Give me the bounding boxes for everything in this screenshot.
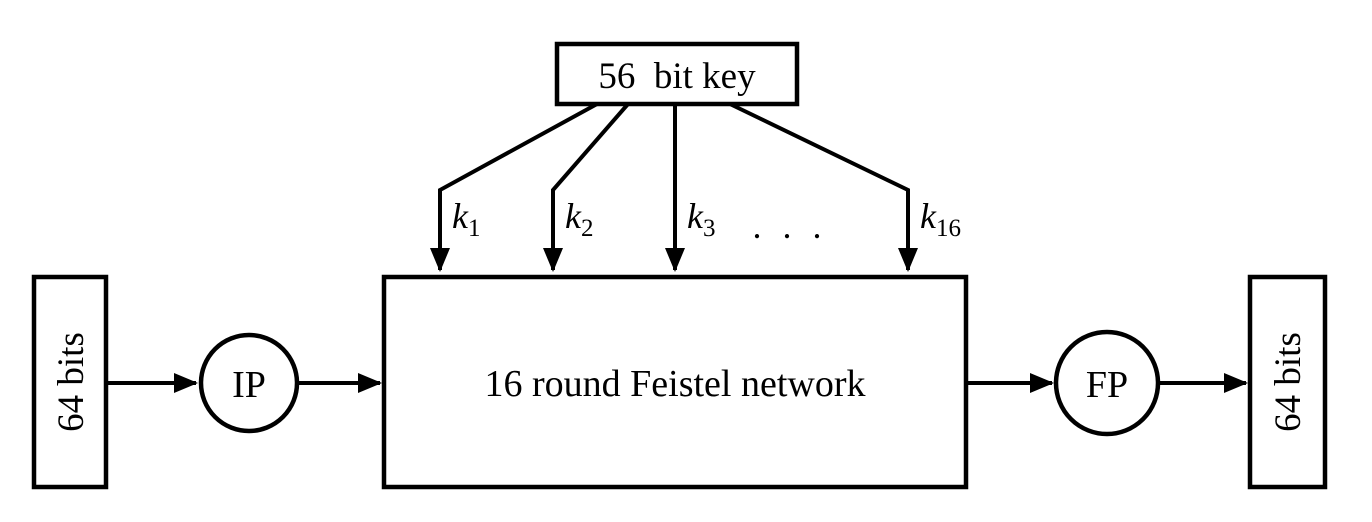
key-box-label: 56 bit key bbox=[598, 56, 756, 97]
subkey-k2-sub: 2 bbox=[581, 215, 594, 242]
subkey-label-k1: k1 bbox=[452, 196, 480, 242]
subkey-ellipsis: . . . bbox=[753, 206, 828, 246]
fp-node bbox=[1053, 329, 1161, 437]
subkey-k3-sub: 3 bbox=[703, 215, 716, 242]
key-arrow-k16 bbox=[729, 102, 918, 272]
subkey-k2-base: k bbox=[565, 196, 582, 236]
feistel-box-label: 16 round Feistel network bbox=[484, 363, 865, 405]
key-box bbox=[554, 41, 800, 107]
input-box-label: 64 bits bbox=[51, 332, 92, 432]
subkey-label-k16: k16 bbox=[920, 196, 961, 242]
feistel-box bbox=[381, 274, 969, 490]
subkey-k3-base: k bbox=[687, 196, 704, 236]
subkey-k1-base: k bbox=[452, 196, 469, 236]
subkey-label-k3: k3 bbox=[687, 196, 715, 242]
input-box bbox=[31, 274, 109, 490]
output-box-label: 64 bits bbox=[1268, 332, 1309, 432]
subkey-label-k2: k2 bbox=[565, 196, 593, 242]
key-arrow-k2 bbox=[543, 102, 630, 272]
ip-node bbox=[198, 332, 300, 434]
subkey-k1-sub: 1 bbox=[468, 215, 481, 242]
subkey-k16-sub: 16 bbox=[936, 215, 961, 242]
ip-node-label: IP bbox=[232, 364, 266, 406]
subkey-k16-base: k bbox=[920, 196, 937, 236]
output-box bbox=[1247, 274, 1328, 490]
key-arrow-k1 bbox=[430, 102, 598, 272]
fp-node-label: FP bbox=[1086, 364, 1128, 406]
